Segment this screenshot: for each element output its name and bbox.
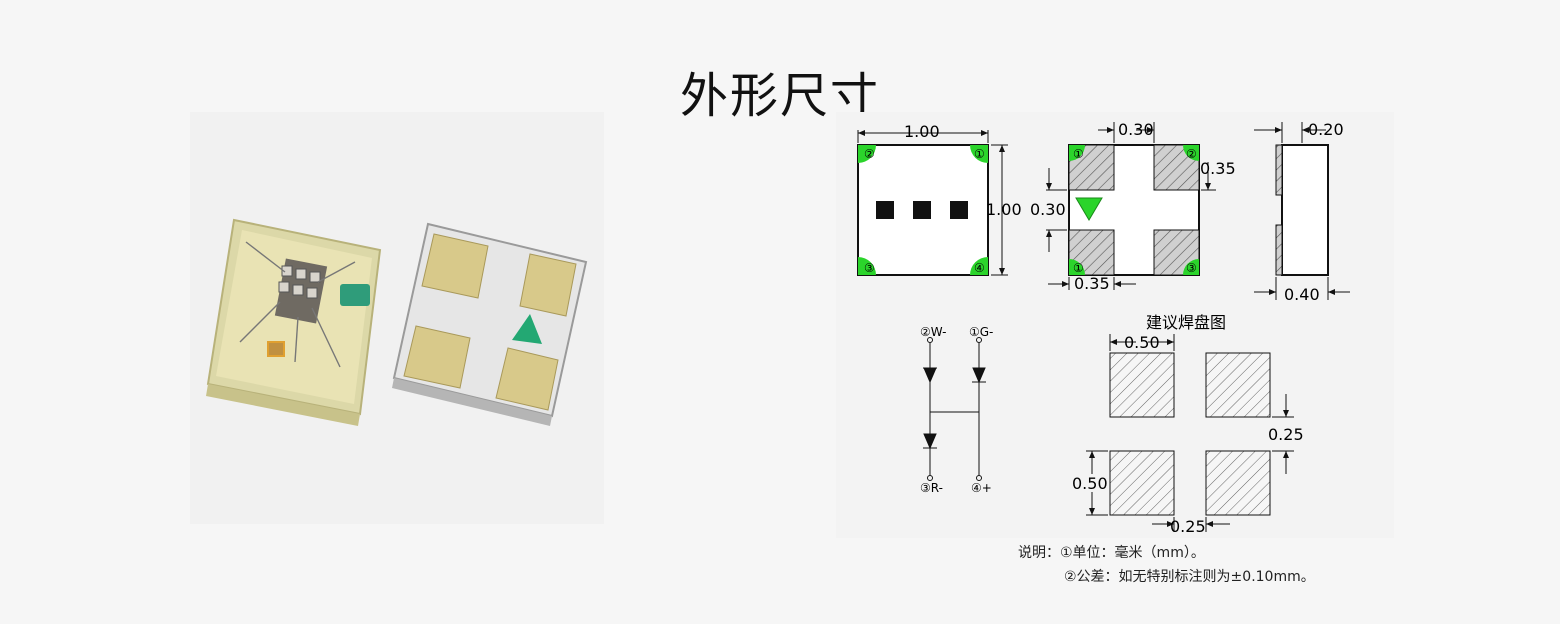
notes: 说明：①单位：毫米（mm）。 ②公差：如无特别标注则为±0.10mm。 bbox=[1018, 541, 1315, 589]
dim-solder-gap-h: 0.25 bbox=[1170, 517, 1206, 536]
led-chip-bottom-view bbox=[392, 222, 588, 426]
dim-gap: 0.30 bbox=[1030, 200, 1066, 219]
note-unit: 说明：①单位：毫米（mm）。 bbox=[1018, 545, 1205, 561]
dim-side-width: 0.40 bbox=[1284, 285, 1320, 304]
dimension-drawing: ② ① ③ ④ 1.00 1.00 bbox=[836, 112, 1394, 538]
dim-top-width: 1.00 bbox=[904, 122, 940, 141]
dim-solder-gap-v: 0.25 bbox=[1268, 425, 1304, 444]
bottom-view: ① ② ① ③ 0.30 0.35 0.30 0. bbox=[1030, 120, 1236, 293]
dim-pad-height: 0.35 bbox=[1200, 159, 1236, 178]
dim-pad-width: 0.30 bbox=[1118, 120, 1154, 139]
note-tolerance: ②公差：如无特别标注则为±0.10mm。 bbox=[1064, 569, 1315, 585]
dim-solder-pad-left: 0.50 bbox=[1072, 474, 1108, 493]
dim-solder-pad-top: 0.50 bbox=[1124, 333, 1160, 352]
pin-r-label: ③R- bbox=[920, 481, 943, 495]
dim-top-height: 1.00 bbox=[986, 200, 1022, 219]
pin-label: ① bbox=[1073, 261, 1084, 275]
pin-g-label: ①G- bbox=[969, 325, 993, 339]
pin-label: ② bbox=[864, 147, 875, 161]
led-chip-top-view bbox=[206, 218, 382, 426]
dim-pad-width-2: 0.35 bbox=[1074, 274, 1110, 293]
pin-label: ① bbox=[974, 147, 985, 161]
pin-label: ③ bbox=[864, 261, 875, 275]
pin-label: ① bbox=[1073, 147, 1084, 161]
circuit-diagram bbox=[923, 337, 986, 481]
product-photo bbox=[190, 112, 604, 524]
side-view: 0.20 0.40 bbox=[1254, 120, 1350, 304]
pin-label: ④ bbox=[974, 261, 985, 275]
solder-title: 建议焊盘图 bbox=[1146, 313, 1226, 332]
solder-pad-layout: 建议焊盘图 0.50 0.25 0.50 bbox=[1072, 313, 1304, 536]
pin-label: ② bbox=[1186, 147, 1197, 161]
pin-label: ③ bbox=[1186, 261, 1197, 275]
top-view: ② ① ③ ④ 1.00 1.00 bbox=[857, 122, 1022, 276]
dim-side-height: 0.20 bbox=[1308, 120, 1344, 139]
pin-w-label: ②W- bbox=[920, 325, 946, 339]
pin-plus-label: ④+ bbox=[971, 481, 992, 495]
